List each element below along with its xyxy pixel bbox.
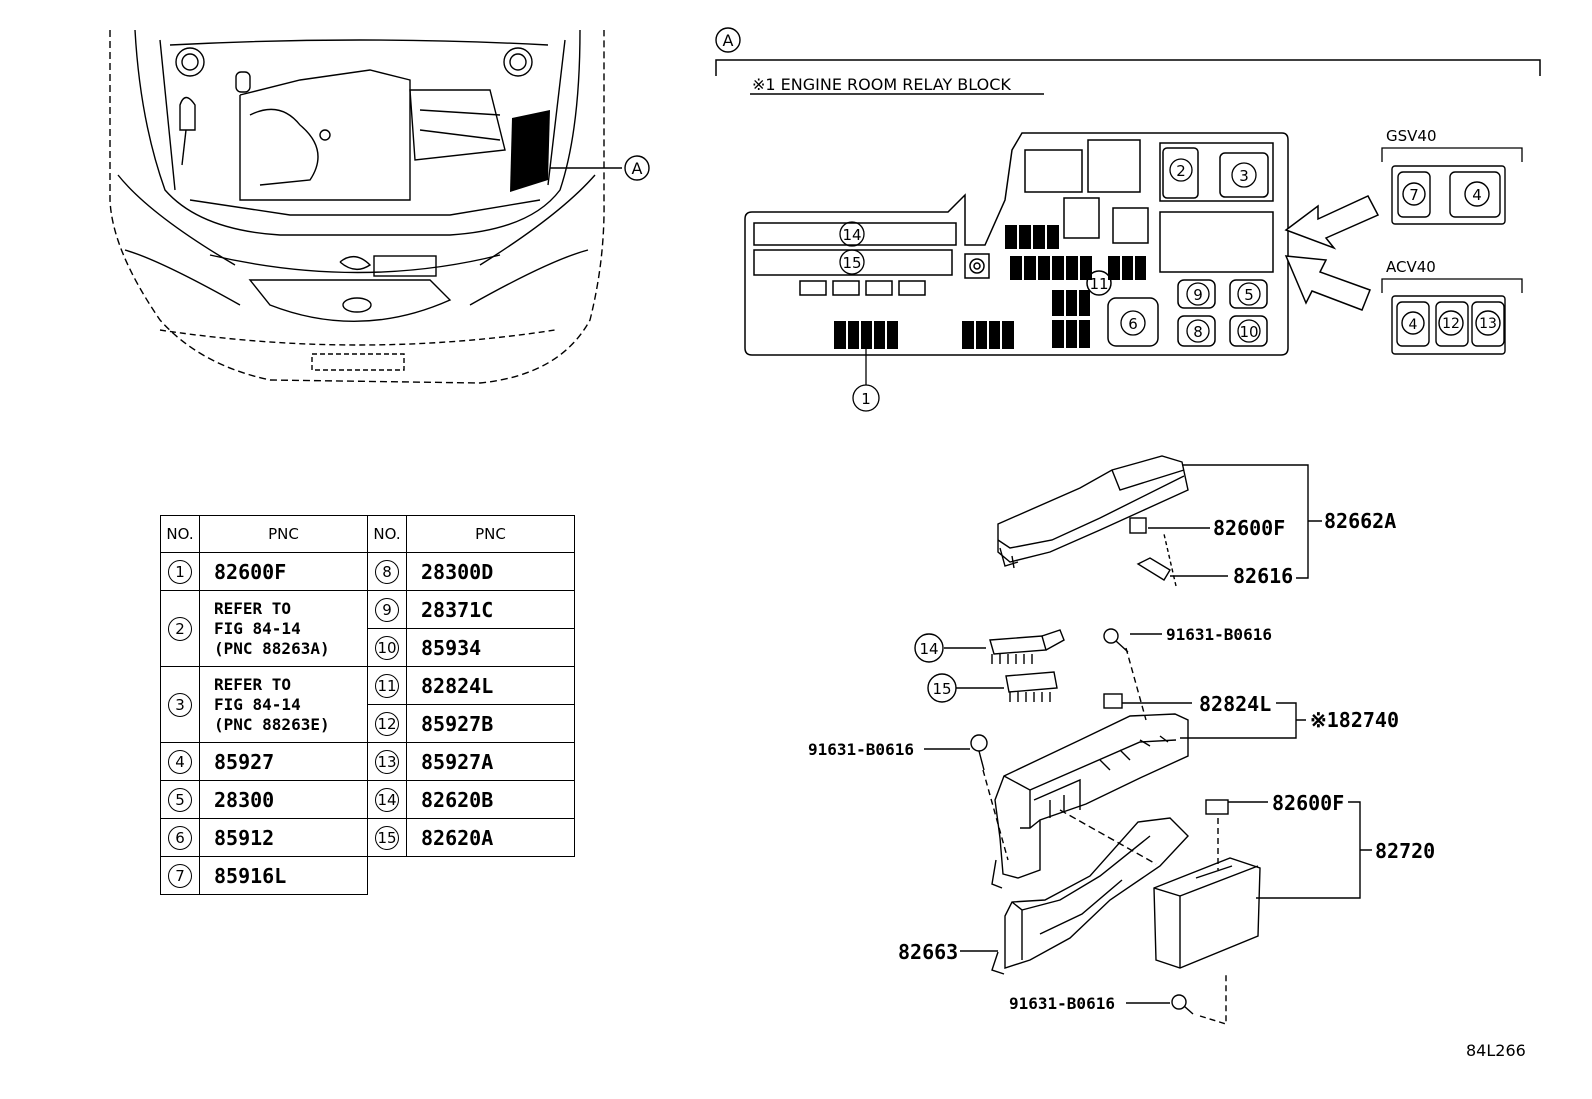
leader-lines bbox=[924, 464, 1372, 1004]
row-13-pnc: 85927A bbox=[406, 742, 575, 781]
pn-91631-b: 91631-B0616 bbox=[808, 740, 914, 759]
view-a-marker-label: A bbox=[632, 159, 643, 178]
acv40-label: ACV40 bbox=[1386, 258, 1436, 276]
view-a-heading-label: A bbox=[723, 31, 734, 50]
row-2-pnc: REFER TO FIG 84-14 (PNC 88263A) bbox=[199, 590, 368, 667]
pn-82600F-top: 82600F bbox=[1213, 516, 1285, 540]
empty-cell bbox=[368, 857, 407, 895]
pn-82740: ※182740 bbox=[1310, 708, 1399, 732]
gsv40-slot-7: 7 bbox=[1409, 186, 1419, 204]
gsv40-label: GSV40 bbox=[1386, 127, 1437, 145]
slot-5-label: 5 bbox=[1244, 286, 1254, 304]
figure-id: 84L266 bbox=[1466, 1041, 1526, 1060]
view-a-bracket bbox=[715, 59, 1541, 76]
relay-block-location-marker bbox=[510, 110, 550, 192]
row-15-pnc: 82620A bbox=[406, 818, 575, 857]
pn-82616: 82616 bbox=[1233, 564, 1293, 588]
acv40-slot-13: 13 bbox=[1479, 316, 1497, 332]
relay-block-title: ※1 ENGINE ROOM RELAY BLOCK bbox=[752, 75, 1011, 94]
row-12-no: 12 bbox=[375, 711, 399, 736]
row-3-no: 3 bbox=[168, 692, 192, 717]
pn-82600F-bottom: 82600F bbox=[1272, 791, 1344, 815]
acv40-slot-4: 4 bbox=[1409, 317, 1418, 333]
col-no-header: NO. bbox=[160, 515, 200, 553]
row-7-no: 7 bbox=[168, 863, 192, 888]
row-11-no: 11 bbox=[375, 673, 399, 698]
slot-14-label: 14 bbox=[842, 226, 861, 244]
callout-15-label: 15 bbox=[932, 680, 951, 698]
gsv40-arrow bbox=[1284, 195, 1380, 250]
engine-bay-illustration bbox=[109, 29, 605, 384]
row-15-no: 15 bbox=[375, 825, 399, 850]
row-14-no: 14 bbox=[375, 787, 399, 812]
slot-11-label: 11 bbox=[1089, 275, 1108, 293]
slot-2-label: 2 bbox=[1176, 162, 1186, 180]
row-7-pnc: 85916L bbox=[199, 856, 368, 895]
row-5-no: 5 bbox=[168, 787, 192, 812]
row-8-pnc: 28300D bbox=[406, 552, 575, 591]
gsv40-slot-4: 4 bbox=[1472, 186, 1482, 204]
row-10-pnc: 85934 bbox=[406, 628, 575, 667]
pn-91631-a: 91631-B0616 bbox=[1166, 625, 1272, 644]
pn-91631-c: 91631-B0616 bbox=[1009, 994, 1115, 1013]
row-2-no: 2 bbox=[168, 616, 192, 641]
row-6-pnc: 85912 bbox=[199, 818, 368, 857]
row-8-no: 8 bbox=[375, 559, 399, 584]
view-a-heading-marker bbox=[715, 27, 741, 53]
pn-82662A: 82662A bbox=[1324, 509, 1396, 533]
row-9-no: 9 bbox=[375, 597, 399, 622]
empty-cell bbox=[407, 857, 575, 895]
row-no: 1 bbox=[160, 552, 200, 591]
col-pnc-header: PNC bbox=[199, 515, 368, 553]
row-13-no: 13 bbox=[375, 749, 399, 774]
col-pnc-header-right: PNC bbox=[406, 515, 575, 553]
gsv40-box bbox=[1391, 165, 1506, 225]
row-12-pnc: 85927B bbox=[406, 704, 575, 743]
slot-15-label: 15 bbox=[842, 254, 861, 272]
callout-14-label: 14 bbox=[919, 640, 938, 658]
row-9-pnc: 28371C bbox=[406, 590, 575, 629]
slot-8-label: 8 bbox=[1193, 323, 1203, 341]
exploded-parts-illustration bbox=[970, 455, 1261, 1025]
slot-6-label: 6 bbox=[1128, 315, 1138, 333]
view-a-marker bbox=[624, 155, 650, 181]
row-4-no: 4 bbox=[168, 749, 192, 774]
acv40-box bbox=[1391, 295, 1506, 355]
row-4-pnc: 85927 bbox=[199, 742, 368, 781]
row-1-pnc: 82600F bbox=[199, 552, 368, 591]
slot-3-label: 3 bbox=[1239, 167, 1249, 185]
row-5-pnc: 28300 bbox=[199, 780, 368, 819]
row-6-no: 6 bbox=[168, 825, 192, 850]
acv40-arrow bbox=[1284, 255, 1371, 311]
row-10-no: 10 bbox=[375, 635, 399, 660]
pn-82663: 82663 bbox=[898, 940, 958, 964]
callout-15-circle bbox=[927, 673, 957, 703]
row-11-pnc: 82824L bbox=[406, 666, 575, 705]
callout-14-circle bbox=[914, 633, 944, 663]
row-3-pnc: REFER TO FIG 84-14 (PNC 88263E) bbox=[199, 666, 368, 743]
pn-82824L: 82824L bbox=[1199, 692, 1271, 716]
col-no-header-right: NO. bbox=[367, 515, 407, 553]
slot-10-label: 10 bbox=[1239, 323, 1258, 341]
slot-labels bbox=[839, 158, 1261, 412]
slot-9-label: 9 bbox=[1193, 286, 1203, 304]
acv40-slot-12: 12 bbox=[1442, 316, 1460, 332]
row-14-pnc: 82620B bbox=[406, 780, 575, 819]
slot-1-label: 1 bbox=[861, 390, 871, 408]
row-1-no: 1 bbox=[168, 559, 192, 584]
pnc-table: NO. PNC NO. PNC 1 82600F 8 28300D 2 REFE… bbox=[160, 515, 575, 895]
pn-82720: 82720 bbox=[1375, 839, 1435, 863]
